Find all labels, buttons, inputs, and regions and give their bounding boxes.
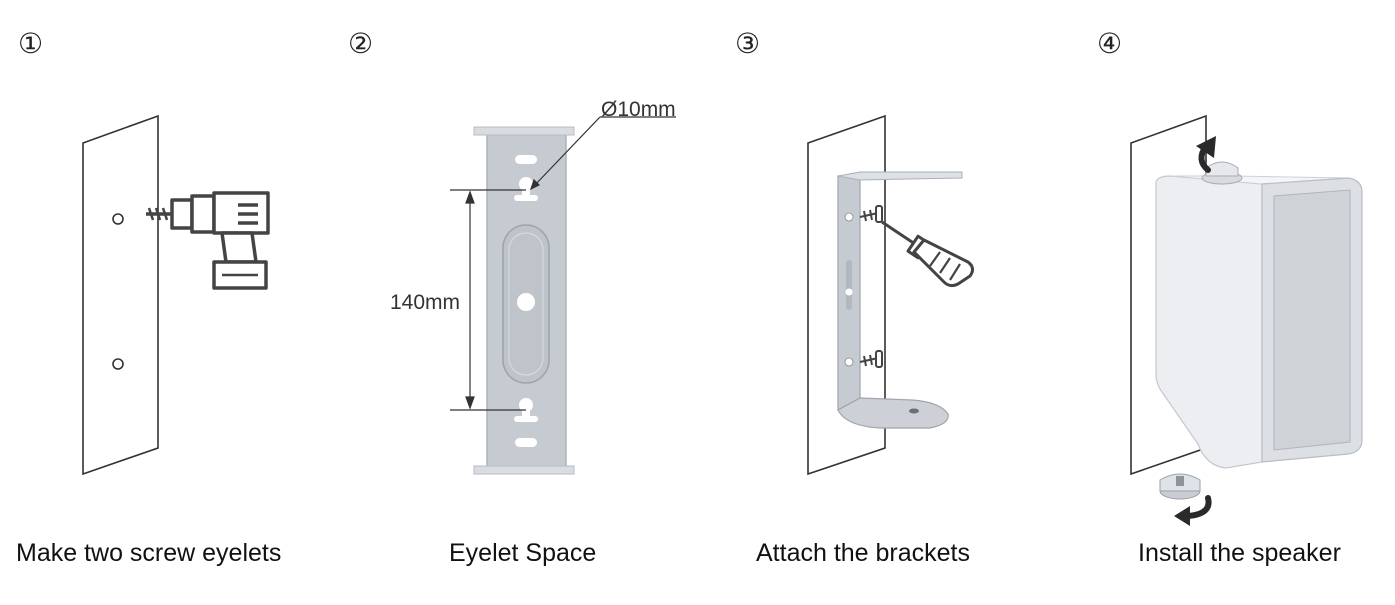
eyelet-spacing-label: 140mm: [390, 291, 461, 314]
wall-panel: [82, 114, 159, 476]
screw-icon: [859, 205, 883, 223]
screw-icon: [859, 350, 883, 368]
rotate-arrow-icon: [1174, 495, 1212, 526]
step-4-caption: Install the speaker: [1138, 539, 1341, 567]
step-2-number: ②: [348, 27, 374, 60]
step-4-illustration: [1130, 114, 1363, 526]
dimension-lines: [450, 116, 676, 411]
screw-eyelet-hole: [112, 358, 124, 370]
step-3-illustration: [807, 114, 975, 476]
screwdriver-icon: [881, 220, 975, 288]
step-4-number: ④: [1097, 27, 1123, 60]
mounting-knob-icon: [1159, 473, 1201, 500]
screw-eyelet-hole: [112, 213, 124, 225]
step-1-illustration: [82, 114, 270, 476]
step-2-illustration: [450, 116, 676, 475]
drill-icon: [146, 191, 270, 290]
step-1-number: ①: [18, 27, 44, 60]
speaker-icon: [1155, 161, 1363, 469]
step-1-caption: Make two screw eyelets: [16, 539, 282, 567]
rotate-arrow-icon: [1196, 136, 1216, 173]
hole-diameter-label: Ø10mm: [601, 98, 676, 121]
step-2-caption: Eyelet Space: [449, 539, 597, 567]
step-3-number: ③: [735, 27, 761, 60]
step-3-caption: Attach the brackets: [756, 539, 971, 567]
